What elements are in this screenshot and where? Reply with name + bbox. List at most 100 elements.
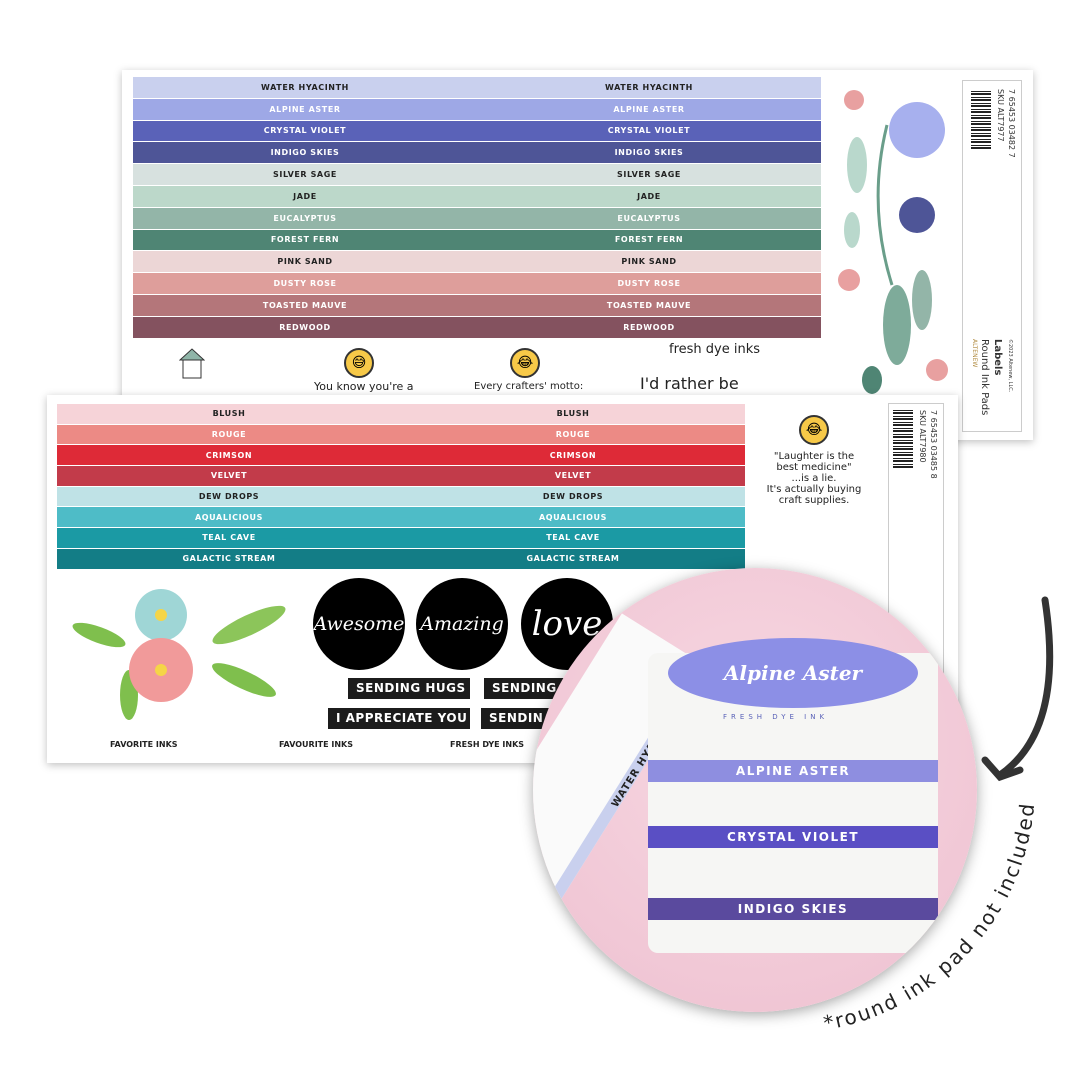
color-band: CRYSTAL VIOLET CRYSTAL VIOLET <box>133 120 821 143</box>
color-band: WATER HYACINTH WATER HYACINTH <box>133 77 821 99</box>
band-label: CRIMSON <box>205 450 253 460</box>
color-band: SILVER SAGE SILVER SAGE <box>133 164 821 186</box>
laughing-emoji-icon: 😂 <box>799 415 829 445</box>
band-label: REDWOOD <box>279 322 331 332</box>
crystal-violet-stripe: CRYSTAL VIOLET <box>648 826 938 848</box>
band-label: INDIGO SKIES <box>614 148 684 158</box>
color-band: VELVET VELVET <box>57 466 745 487</box>
band-label: DUSTY ROSE <box>617 279 681 289</box>
quote-line: craft supplies. <box>778 495 850 506</box>
band-label: ROUGE <box>211 430 247 440</box>
band-label: AQUALICIOUS <box>194 512 263 522</box>
band-label: ROUGE <box>555 430 591 440</box>
floral-illustration <box>838 90 948 394</box>
color-band: BLUSH BLUSH <box>57 404 745 425</box>
band-label: BLUSH <box>212 409 246 419</box>
back-label-sheet: WATER HYACINTH WATER HYACINTH ALPINE ASTER… <box>122 70 1033 440</box>
sending-label: SENDIN <box>481 708 561 729</box>
awesome-sticker: Awesome <box>313 578 405 670</box>
floral-bouquet-illustration <box>72 589 286 720</box>
ink-pad-photo: WATER HYACINTH Alpine Aster FRESH DYE IN… <box>533 568 977 1012</box>
quote-sticker: "Laughter is the best medicine" ...is a … <box>759 451 869 506</box>
amazing-sticker: Amazing <box>416 578 508 670</box>
sticker-text: Every crafters' motto: <box>474 381 584 392</box>
sticker-text: fresh dye inks <box>669 342 761 357</box>
sticker-text: You know you're a <box>314 380 414 393</box>
band-label: DUSTY ROSE <box>273 279 337 289</box>
band-label: JADE <box>637 191 661 201</box>
band-label: AQUALICIOUS <box>538 512 607 522</box>
band-label: GALACTIC STREAM <box>526 554 620 564</box>
sticker-text: I'd rather be <box>640 374 739 393</box>
band-label: DEW DROPS <box>198 492 260 502</box>
color-band: INDIGO SKIES INDIGO SKIES <box>133 142 821 165</box>
band-label: SILVER SAGE <box>617 170 681 180</box>
house-icon <box>179 348 205 379</box>
color-band: DEW DROPS DEW DROPS <box>57 486 745 508</box>
back-barcode-panel: 7 65453 03482 7 SKU ALT7977 ALTENEW Roun… <box>962 80 1022 432</box>
band-label: GALACTIC STREAM <box>182 554 276 564</box>
indigo-skies-stripe: INDIGO SKIES <box>648 898 938 920</box>
arrow-head-icon <box>981 756 1024 782</box>
band-label: TOASTED MAUVE <box>606 300 692 310</box>
lid-subtitle: FRESH DYE INK <box>723 713 829 721</box>
band-label: EUCALYPTUS <box>273 213 337 223</box>
band-label: CRYSTAL VIOLET <box>263 126 347 136</box>
band-label: PINK SAND <box>621 257 677 267</box>
color-band: CRIMSON CRIMSON <box>57 445 745 467</box>
sending-label: SENDING <box>484 678 564 699</box>
sweat-smile-emoji-icon: 😅 <box>344 348 374 378</box>
barcode-lines <box>893 410 913 468</box>
band-label: SILVER SAGE <box>273 170 337 180</box>
color-band: JADE JADE <box>133 185 821 208</box>
band-label: CRIMSON <box>549 450 597 460</box>
band-label: ALPINE ASTER <box>269 104 341 114</box>
quote-line: "Laughter is the <box>773 451 855 462</box>
band-label: CRYSTAL VIOLET <box>607 126 691 136</box>
color-band: FOREST FERN FOREST FERN <box>133 229 821 252</box>
front-color-bands: BLUSH BLUSH ROUGE ROUGE CRIMSON CRIMSON VELVET… <box>57 404 745 570</box>
band-label: WATER HYACINTH <box>605 82 693 92</box>
quote-line: It's actually buying <box>766 484 862 495</box>
disclaimer-text: *round ink pad not included <box>821 801 1039 1035</box>
band-label: FOREST FERN <box>270 235 340 245</box>
color-band: REDWOOD REDWOOD <box>133 316 821 339</box>
curved-arrow-icon <box>996 596 1054 779</box>
color-band: DUSTY ROSE DUSTY ROSE <box>133 273 821 295</box>
footer-label: FRESH DYE INKS <box>450 740 525 749</box>
quote-line: ...is a lie. <box>791 473 837 484</box>
band-label: TEAL CAVE <box>546 533 600 543</box>
alpine-aster-stripe: ALPINE ASTER <box>648 760 938 782</box>
footer-label: FAVORITE INKS <box>110 740 178 749</box>
band-label: VELVET <box>210 471 248 481</box>
color-band: ROUGE ROUGE <box>57 424 745 446</box>
band-label: TEAL CAVE <box>202 533 256 543</box>
back-color-bands: WATER HYACINTH WATER HYACINTH ALPINE ASTER… <box>133 77 821 339</box>
laughing-emoji-icon: 😂 <box>510 348 540 378</box>
band-label: REDWOOD <box>623 322 675 332</box>
lid-title: Alpine Aster <box>668 638 918 708</box>
color-band: TEAL CAVE TEAL CAVE <box>57 528 745 549</box>
band-label: WATER HYACINTH <box>261 82 349 92</box>
band-label: TOASTED MAUVE <box>262 300 348 310</box>
band-label: ALPINE ASTER <box>613 104 685 114</box>
band-label: VELVET <box>554 471 592 481</box>
band-label: DEW DROPS <box>542 492 604 502</box>
color-band: TOASTED MAUVE TOASTED MAUVE <box>133 294 821 317</box>
band-label: PINK SAND <box>277 257 333 267</box>
band-label: FOREST FERN <box>614 235 684 245</box>
color-band: ALPINE ASTER ALPINE ASTER <box>133 98 821 121</box>
band-label: JADE <box>293 191 317 201</box>
sending-hugs-label: SENDING HUGS <box>348 678 470 699</box>
color-band: PINK SAND PINK SAND <box>133 251 821 274</box>
color-band: EUCALYPTUS EUCALYPTUS <box>133 207 821 230</box>
band-label: BLUSH <box>556 409 590 419</box>
color-band: AQUALICIOUS AQUALICIOUS <box>57 507 745 529</box>
barcode-lines <box>971 89 991 149</box>
footer-label: FAVOURITE INKS <box>279 740 354 749</box>
quote-line: best medicine" <box>776 462 852 473</box>
band-label: INDIGO SKIES <box>270 148 340 158</box>
band-label: EUCALYPTUS <box>617 213 681 223</box>
color-band: GALACTIC STREAM GALACTIC STREAM <box>57 548 745 570</box>
